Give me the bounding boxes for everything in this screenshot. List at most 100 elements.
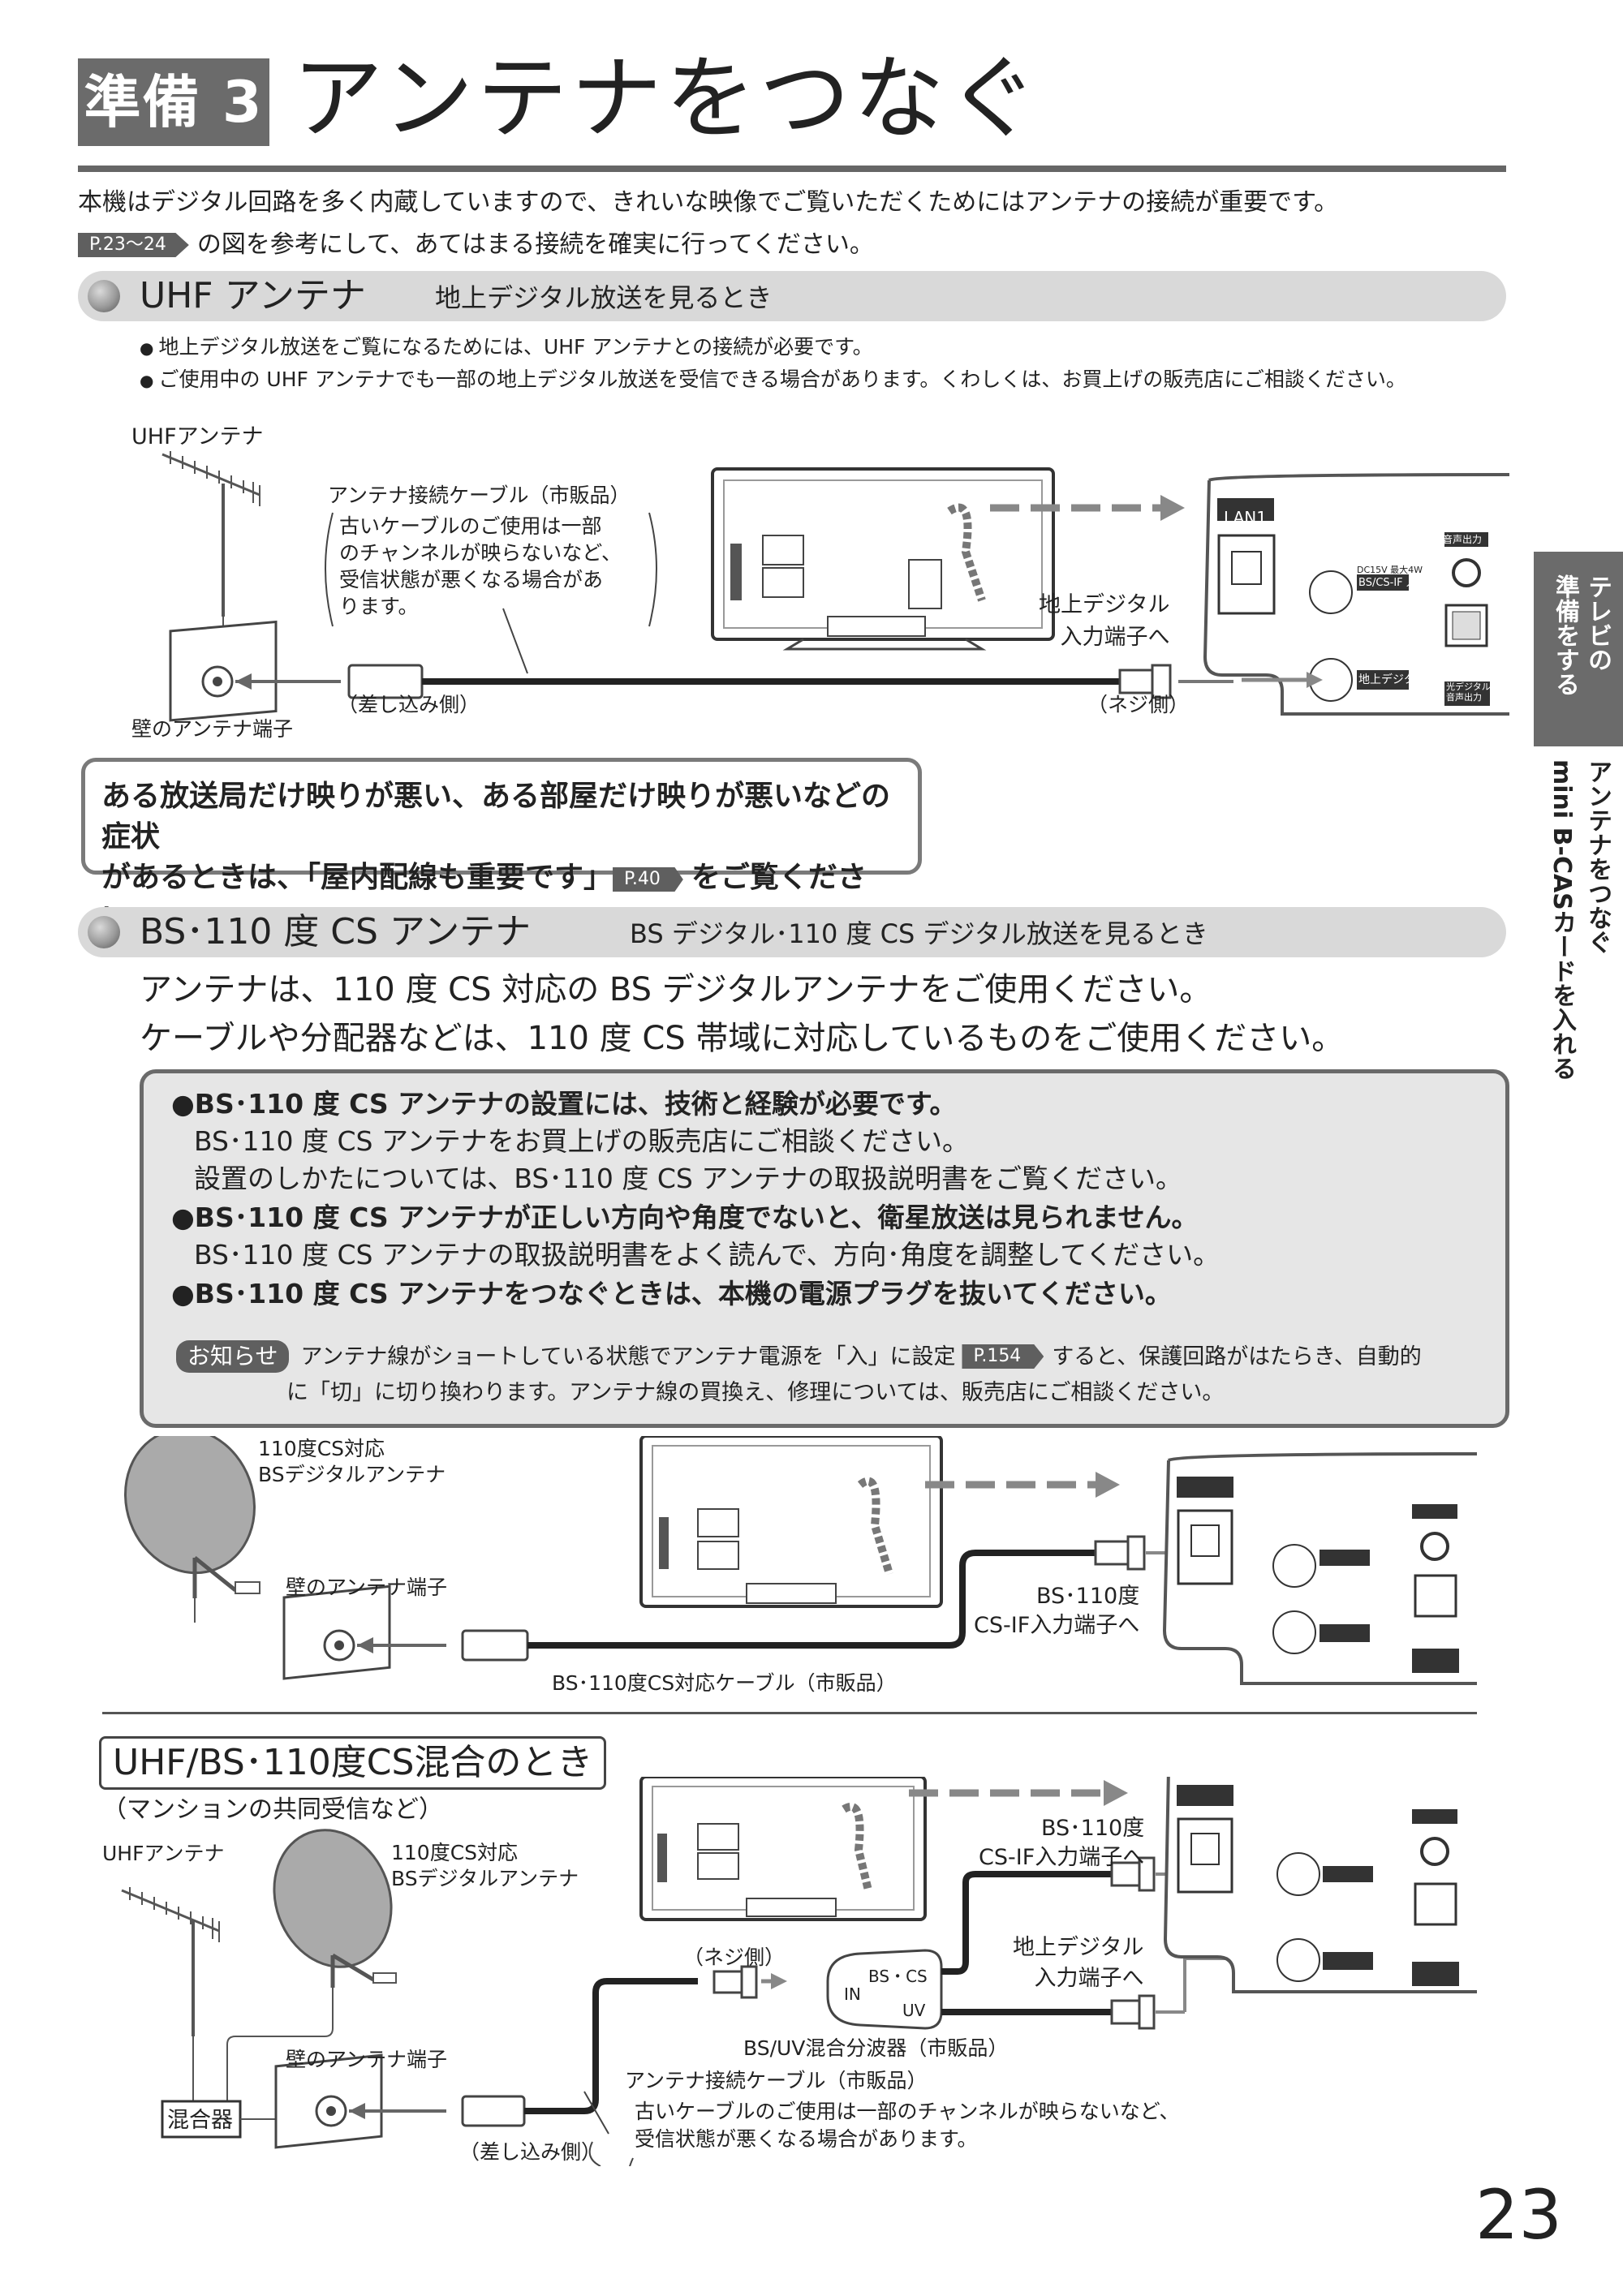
uhf-antenna-icon bbox=[121, 1887, 220, 2109]
cable-note: 古いケーブルのご使用は一部 のチャンネルが映らないなど、 受信状態が悪くなる場合… bbox=[339, 513, 622, 620]
bs-section-title: BS･110 度 CS アンテナ bbox=[140, 911, 532, 952]
cable-note-line: 古いケーブルのご使用は一部 bbox=[339, 514, 602, 538]
sidebar-tab[interactable]: テレビの準備をする bbox=[1534, 552, 1623, 746]
page-title: アンテナをつなぐ bbox=[292, 46, 1042, 152]
splitter-bscs-label: BS・CS bbox=[868, 1967, 928, 1986]
header-rule bbox=[78, 166, 1506, 172]
bs-input-label: BS･110度 CS-IF入力端子へ bbox=[974, 1582, 1139, 1640]
splitter-label: BS/UV混合分波器（市販品） bbox=[743, 2036, 1009, 2060]
section-badge: 準備 3 bbox=[78, 58, 269, 146]
bullet-dot-icon bbox=[88, 916, 120, 948]
splitter-in-label: IN bbox=[844, 1984, 861, 2004]
wall-terminal-label: 壁のアンテナ端子 bbox=[286, 1576, 448, 1599]
caution-text: BS･110 度 CS アンテナをお買上げの販売店にご相談ください。 bbox=[194, 1125, 969, 1157]
bs-section-subtitle: BS デジタル･110 度 CS デジタル放送を見るとき bbox=[630, 918, 1208, 949]
caution-bullet: ●BS･110 度 CS アンテナが正しい方向や角度でないと、衛星放送は見られま… bbox=[171, 1202, 1199, 1233]
bullet-dot-icon bbox=[88, 280, 120, 312]
notice-text: アンテナ線がショートしている状態でアンテナ電源を「入」に設定 bbox=[300, 1344, 956, 1369]
terrestrial-port-label: 地上デジタル bbox=[1358, 673, 1427, 686]
intro-line1: 本機はデジタル回路を多く内蔵していますので、きれいな映像でご覧いただくためにはア… bbox=[78, 188, 1339, 217]
uhf-section-subtitle: 地上デジタル放送を見るとき bbox=[435, 282, 773, 313]
uhf-section-title: UHF アンテナ bbox=[140, 275, 366, 316]
cable-note-line: 受信状態が悪くなる場合があ bbox=[339, 568, 604, 591]
bs-connection-diagram bbox=[124, 1436, 1478, 1685]
bs-cable-label: BS･110度CS対応ケーブル（市販品） bbox=[552, 1671, 897, 1695]
terminal-panel-icon bbox=[1162, 1452, 1478, 1685]
wall-terminal-icon bbox=[169, 620, 278, 722]
indoor-wiring-note: ある放送局だけ映りが悪い、ある部屋だけ映りが悪いなどの症状 があるときは、「屋内… bbox=[81, 758, 922, 935]
intro-line2: の図を参考にして、あてはまる接続を確実に行ってください。 bbox=[196, 230, 874, 259]
dish-label-line: BSデジタルアンテナ bbox=[391, 1867, 579, 1890]
notice-line2: に「切」に切り換わります。アンテナ線の買換え、修理については、販売店にご相談くだ… bbox=[286, 1380, 1225, 1405]
uhf-antenna-icon bbox=[161, 451, 260, 633]
dc-label: DC15V 最大4W bbox=[1357, 565, 1423, 575]
bs-cable bbox=[527, 1550, 1096, 1649]
wall-terminal-icon bbox=[274, 2053, 383, 2149]
notice-tag: お知らせ bbox=[176, 1340, 290, 1373]
uhf-bullet-1: 地上デジタル放送をご覧になるためには、UHF アンテナとの接続が必要です。 bbox=[140, 331, 872, 364]
intro-text: 本機はデジタル回路を多く内蔵していますので、きれいな映像でご覧いただくためにはア… bbox=[78, 182, 1338, 266]
wall-terminal-icon bbox=[282, 1584, 391, 1680]
dish-label-line: BSデジタルアンテナ bbox=[258, 1463, 446, 1486]
tab-line: 準備をする bbox=[1551, 574, 1579, 696]
bs-dish-icon bbox=[226, 1829, 397, 2109]
uhf-connection-diagram bbox=[161, 451, 1509, 722]
cable-note-line: のチャンネルが映らないなど、 bbox=[339, 541, 622, 565]
mix-bs-input-label: BS･110度 CS-IF入力端子へ bbox=[979, 1814, 1144, 1872]
splitter-uv-label: UV bbox=[902, 2001, 926, 2020]
note-line1: ある放送局だけ映りが悪い、ある部屋だけ映りが悪いなどの症状 bbox=[101, 780, 891, 853]
bs-lead-line: ケーブルや分配器などは、110 度 CS 帯域に対応しているものをご使用ください… bbox=[140, 1020, 1345, 1057]
caution-text: BS･110 度 CS アンテナの取扱説明書をよく読んで、方向･角度を調整してく… bbox=[194, 1239, 1220, 1271]
bs-dish-icon bbox=[124, 1436, 260, 1623]
dish-label-line: 110度CS対応 bbox=[258, 1437, 385, 1460]
caution-bullet: ●BS･110 度 CS アンテナをつなぐときは、本機の電源プラグを抜いてくださ… bbox=[171, 1278, 1172, 1309]
sidebar-tab-label: テレビの準備をする bbox=[1548, 574, 1613, 745]
mix-connection-diagram bbox=[121, 1777, 1477, 2166]
cable-note-line: 受信状態が悪くなる場合があります。 bbox=[635, 2127, 978, 2151]
mix-uhf-label: UHFアンテナ bbox=[102, 1842, 225, 1865]
optical-line: 光デジタル bbox=[1446, 681, 1491, 692]
tv-rear-icon bbox=[639, 1436, 943, 1608]
notice-text: すると、保護回路がはたらき、自動的 bbox=[1052, 1344, 1422, 1369]
input-label-line: 入力端子へ bbox=[1034, 1966, 1144, 1991]
screw-plug-icon bbox=[1118, 664, 1172, 699]
wall-terminal-label: 壁のアンテナ端子 bbox=[286, 2048, 448, 2071]
input-label-line: BS･110度 bbox=[1036, 1584, 1140, 1609]
section-separator bbox=[102, 1712, 1477, 1714]
page-ref-link[interactable]: P.23〜24 bbox=[78, 233, 189, 257]
terrestrial-input-label: 地上デジタル 入力端子へ bbox=[1039, 589, 1169, 654]
input-label-line: 地上デジタル bbox=[1013, 1935, 1144, 1960]
caution-text: 設置のしかたについては、BS･110 度 CS アンテナの取扱説明書をご覧くださ… bbox=[194, 1163, 1182, 1194]
optical-line: 音声出力 bbox=[1446, 692, 1482, 703]
lan1-label: LAN1 bbox=[1224, 508, 1267, 527]
terminal-panel-icon bbox=[1163, 1777, 1477, 1993]
cable-note-line: 古いケーブルのご使用は一部のチャンネルが映らないなど、 bbox=[635, 2100, 1180, 2123]
screw-side-label: （ネジ側） bbox=[1087, 693, 1190, 716]
input-label-line: CS-IF入力端子へ bbox=[979, 1845, 1145, 1870]
mix-dish-label: 110度CS対応 BSデジタルアンテナ bbox=[391, 1840, 579, 1892]
sidebar-item-bcas[interactable]: mini B-CASカードを入れる bbox=[1548, 759, 1576, 1081]
uhf-bullet-2: ご使用中の UHF アンテナでも一部の地上デジタル放送を受信できる場合があります… bbox=[140, 363, 1406, 397]
input-label-line: BS･110度 bbox=[1041, 1816, 1145, 1841]
bs-lead-line: アンテナは、110 度 CS 対応の BS デジタルアンテナをご使用ください。 bbox=[140, 971, 1212, 1008]
bs-lead: アンテナは、110 度 CS 対応の BS デジタルアンテナをご使用ください。 … bbox=[140, 965, 1344, 1063]
bscs-input-label: BS/CS-IF 入力 bbox=[1358, 577, 1427, 589]
page-ref-link[interactable]: P.40 bbox=[613, 867, 683, 892]
page-ref-link[interactable]: P.154 bbox=[962, 1344, 1044, 1369]
audio-out-label: 音声出力 bbox=[1443, 534, 1483, 545]
tv-rear-icon bbox=[639, 1777, 927, 1921]
push-side-label: （差し込み側） bbox=[459, 2140, 602, 2164]
bs-dish-label: 110度CS対応 BSデジタルアンテナ bbox=[258, 1436, 446, 1488]
tv-rear-icon bbox=[711, 467, 1055, 651]
sidebar-item-antenna[interactable]: アンテナをつなぐ bbox=[1583, 759, 1612, 954]
mixer-box bbox=[161, 2100, 242, 2139]
mix-cable-note: 古いケーブルのご使用は一部のチャンネルが映らないなど、 受信状態が悪くなる場合が… bbox=[635, 2098, 1180, 2153]
input-label-line: 入力端子へ bbox=[1060, 625, 1170, 650]
mixer-label: 混合器 bbox=[167, 2108, 233, 2133]
antenna-cable bbox=[524, 1978, 698, 2114]
cable-note-line: ります。 bbox=[339, 595, 419, 618]
dish-label-line: 110度CS対応 bbox=[391, 1841, 519, 1864]
uhf-antenna-label: UHFアンテナ bbox=[131, 424, 264, 449]
